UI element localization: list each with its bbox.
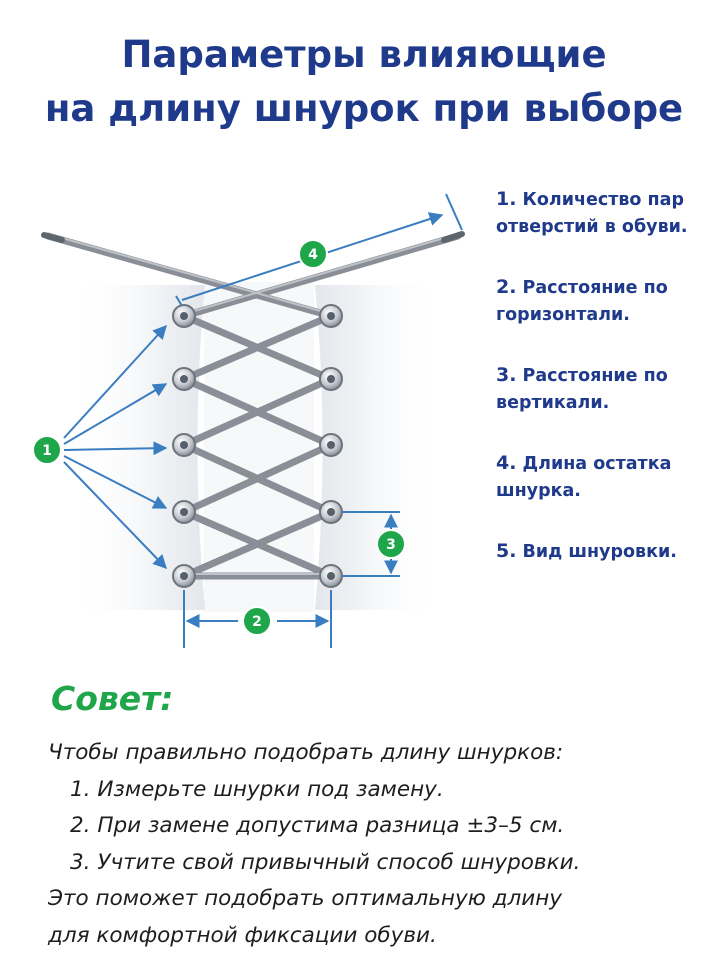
parameter-text: Вид шнуровки.	[522, 542, 677, 562]
svg-text:4: 4	[308, 247, 318, 263]
marker-1: 1	[32, 435, 62, 465]
parameter-text-cont: горизонтали.	[496, 305, 630, 325]
parameter-text-cont: шнурка.	[496, 481, 581, 501]
svg-text:3: 3	[386, 537, 396, 553]
tip-step: 2. При замене допустима разница ±3–5 см.	[70, 813, 565, 839]
tip-intro: Чтобы правильно подобрать длину шнурков:	[48, 740, 564, 765]
marker-3: 3	[376, 529, 406, 559]
lace-segment	[180, 375, 335, 449]
parameter-list: 1. Количество пар отверстий в обуви. 2. …	[496, 186, 721, 599]
arrow-1	[63, 461, 167, 570]
arrow-1	[63, 324, 167, 439]
parameter-number: 3.	[496, 364, 517, 386]
parameter-item: 2. Расстояние по горизонтали.	[496, 274, 721, 329]
tip-outro: Это поможет подобрать оптимальную длину	[48, 886, 562, 912]
title-line-1: Параметры влияющие	[121, 33, 607, 76]
parameter-number: 1.	[496, 188, 517, 210]
parameter-item: 4. Длина остатка шнурка.	[496, 450, 721, 505]
arrow-1	[63, 455, 168, 509]
lace	[44, 232, 462, 580]
shoe-right-panel	[315, 285, 440, 610]
lace-segment	[180, 508, 335, 580]
parameter-number: 4.	[496, 452, 517, 474]
parameter-text-cont: отверстий в обуви.	[496, 217, 688, 237]
lace-segment	[180, 441, 335, 516]
aglet-right	[441, 231, 465, 243]
aglet-left	[41, 232, 65, 243]
marker-4: 4	[298, 239, 328, 269]
tip-heading: Совет:	[51, 679, 174, 718]
lace-end-left	[44, 232, 335, 320]
parameter-number: 5.	[496, 540, 517, 562]
parameter-text-cont: вертикали.	[496, 393, 610, 413]
arrow-1	[63, 383, 168, 445]
eyelets	[172, 304, 343, 588]
shoe-left-panel	[70, 285, 205, 610]
parameter-text: Количество пар	[522, 190, 684, 210]
title-line-2: на длину шнурок при выборе	[44, 87, 684, 130]
tip-body: Чтобы правильно подобрать длину шнурков:…	[48, 735, 724, 955]
lace-segment	[180, 312, 335, 383]
svg-text:2: 2	[252, 614, 262, 630]
svg-text:1: 1	[42, 443, 52, 459]
parameter-number: 2.	[496, 276, 517, 298]
lacing-diagram: 1 2 3 4	[32, 193, 465, 648]
tip-outro-cont: для комфортной фиксации обуви.	[48, 922, 437, 948]
tip-step: 3. Учтите свой привычный способ шнуровки…	[70, 849, 581, 875]
parameter-item: 5. Вид шнуровки.	[496, 538, 721, 566]
parameter-text: Длина остатка	[522, 454, 672, 474]
marker-2: 2	[242, 606, 272, 636]
page-title: Параметры влияющие на длину шнурок при в…	[0, 28, 728, 136]
lace-end-right	[180, 232, 462, 320]
tip-step: 1. Измерьте шнурки под замену.	[70, 776, 444, 802]
parameter-text: Расстояние по	[522, 278, 668, 298]
parameter-item: 1. Количество пар отверстий в обуви.	[496, 186, 721, 241]
parameter-text: Расстояние по	[522, 366, 668, 386]
arrow-1	[63, 441, 168, 456]
parameter-item: 3. Расстояние по вертикали.	[496, 362, 721, 417]
